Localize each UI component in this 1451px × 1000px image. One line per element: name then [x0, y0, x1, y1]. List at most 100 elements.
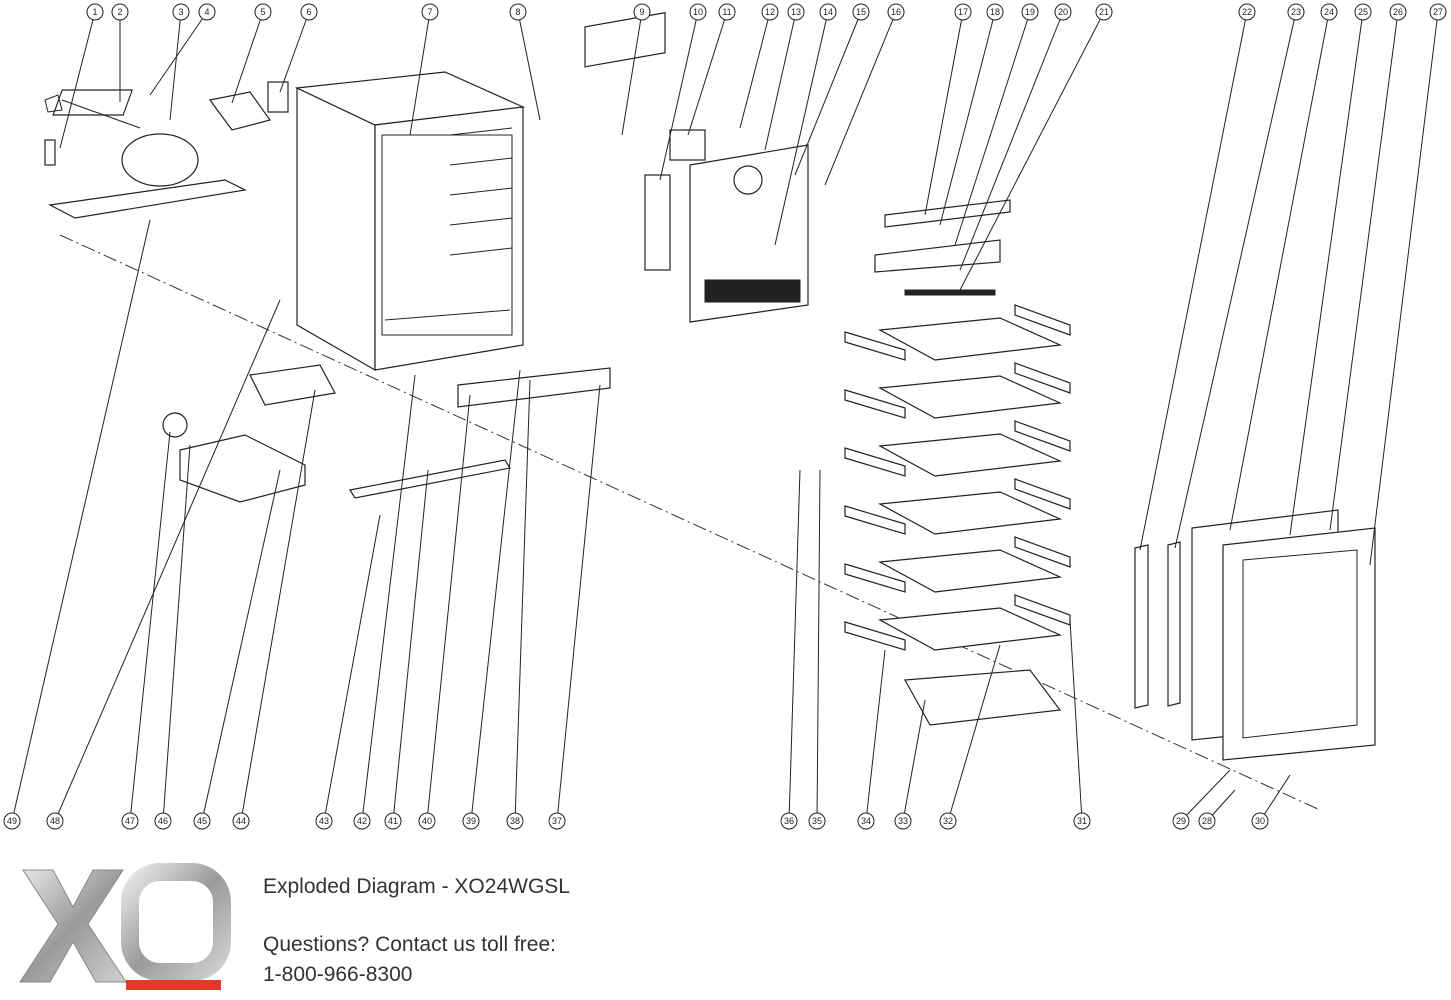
- drain-tray: [179, 434, 306, 503]
- callout-46-leader: [162, 444, 191, 822]
- callout-30-label: 30: [1255, 816, 1265, 826]
- callout-31-leader: [1069, 619, 1083, 822]
- callout-11-circle: [718, 3, 736, 21]
- compressor-assembly: [44, 89, 247, 219]
- insulation-block: [644, 174, 671, 271]
- callout-32-label: 32: [943, 816, 953, 826]
- kick-plate: [457, 367, 611, 408]
- callout-49-circle: [3, 812, 21, 830]
- callout-41-label: 41: [388, 816, 398, 826]
- callout-16-leader: [824, 11, 897, 186]
- callout-42-circle: [353, 812, 371, 830]
- callout-4-circle: [198, 3, 216, 21]
- callout-40-label: 40: [422, 816, 432, 826]
- callout-40-leader: [426, 394, 471, 822]
- callout-24-leader: [1229, 11, 1330, 531]
- callout-37-leader: [556, 384, 601, 822]
- cabinet: [294, 71, 526, 372]
- callout-42-label: 42: [357, 816, 367, 826]
- callout-13-label: 13: [791, 7, 801, 17]
- callout-21-circle: [1095, 3, 1113, 21]
- callout-1-label: 1: [92, 7, 97, 17]
- callout-8-leader: [517, 11, 541, 121]
- callout-35-circle: [808, 812, 826, 830]
- callout-27-circle: [1429, 3, 1447, 21]
- callout-2-label: 2: [117, 7, 122, 17]
- callout-33-label: 33: [898, 816, 908, 826]
- callout-48-leader: [54, 299, 281, 822]
- callout-18-leader: [939, 11, 996, 226]
- callout-19-circle: [1021, 3, 1039, 21]
- callout-38-circle: [506, 812, 524, 830]
- callout-46-circle: [154, 812, 172, 830]
- callout-15-circle: [852, 3, 870, 21]
- callout-43-leader: [323, 514, 381, 822]
- callout-9-leader: [621, 11, 643, 136]
- fan-unit: [669, 129, 706, 161]
- callout-29-label: 29: [1176, 816, 1186, 826]
- callout-8-label: 8: [515, 7, 520, 17]
- callout-5-circle: [254, 3, 272, 21]
- callout-13-leader: [764, 11, 797, 151]
- callout-43-circle: [315, 812, 333, 830]
- callout-30-circle: [1251, 812, 1269, 830]
- callout-44-circle: [232, 812, 250, 830]
- callout-19-label: 19: [1025, 7, 1035, 17]
- callout-22-circle: [1238, 3, 1256, 21]
- footer: Exploded Diagram - XO24WGSL Questions? C…: [0, 850, 1451, 1000]
- callout-17-leader: [924, 11, 964, 216]
- back-panel: [689, 144, 809, 323]
- callout-25-circle: [1354, 3, 1372, 21]
- callout-12-circle: [761, 3, 779, 21]
- callout-47-leader: [129, 431, 171, 822]
- callout-28-circle: [1198, 812, 1216, 830]
- callout-14-label: 14: [823, 7, 833, 17]
- callout-41-circle: [384, 812, 402, 830]
- callout-39-leader: [470, 369, 521, 822]
- evaporator: [249, 364, 336, 406]
- bracket-part: [208, 81, 289, 131]
- callout-34-circle: [857, 812, 875, 830]
- caption: Exploded Diagram - XO24WGSL Questions? C…: [263, 872, 570, 990]
- callout-46-label: 46: [158, 816, 168, 826]
- callout-39-circle: [462, 812, 480, 830]
- assembly-axis-line: [59, 234, 1321, 811]
- callout-17-label: 17: [958, 7, 968, 17]
- base-rail: [349, 459, 511, 499]
- phone-number: 1-800-966-8300: [263, 963, 413, 986]
- callout-20-label: 20: [1058, 7, 1068, 17]
- callout-13-circle: [787, 3, 805, 21]
- callout-38-label: 38: [510, 816, 520, 826]
- callout-36-label: 36: [784, 816, 794, 826]
- callout-22-leader: [1139, 11, 1248, 551]
- callout-25-leader: [1289, 11, 1364, 536]
- callout-16-label: 16: [891, 7, 901, 17]
- callout-37-circle: [548, 812, 566, 830]
- callout-26-leader: [1329, 11, 1399, 531]
- callout-7-leader: [409, 11, 431, 136]
- callout-16-circle: [887, 3, 905, 21]
- callout-1-circle: [86, 3, 104, 21]
- callout-42-leader: [361, 374, 416, 822]
- fan-icon: [162, 412, 188, 438]
- callout-45-leader: [201, 469, 281, 822]
- callout-32-circle: [939, 812, 957, 830]
- callout-24-label: 24: [1324, 7, 1334, 17]
- callout-35-label: 35: [812, 816, 822, 826]
- callout-49-label: 49: [7, 816, 17, 826]
- callout-12-leader: [739, 11, 771, 129]
- callout-40-circle: [418, 812, 436, 830]
- callout-14-leader: [774, 11, 829, 246]
- callout-17-circle: [954, 3, 972, 21]
- callout-10-label: 10: [693, 7, 703, 17]
- callout-27-leader: [1369, 11, 1439, 566]
- wine-shelves: [844, 304, 1071, 726]
- callout-43-label: 43: [319, 816, 329, 826]
- callout-26-label: 26: [1393, 7, 1403, 17]
- callout-38-leader: [514, 379, 531, 822]
- callout-7-circle: [421, 3, 439, 21]
- xo-logo: [19, 863, 231, 990]
- callout-30-leader: [1259, 774, 1291, 822]
- callout-5-leader: [231, 11, 264, 104]
